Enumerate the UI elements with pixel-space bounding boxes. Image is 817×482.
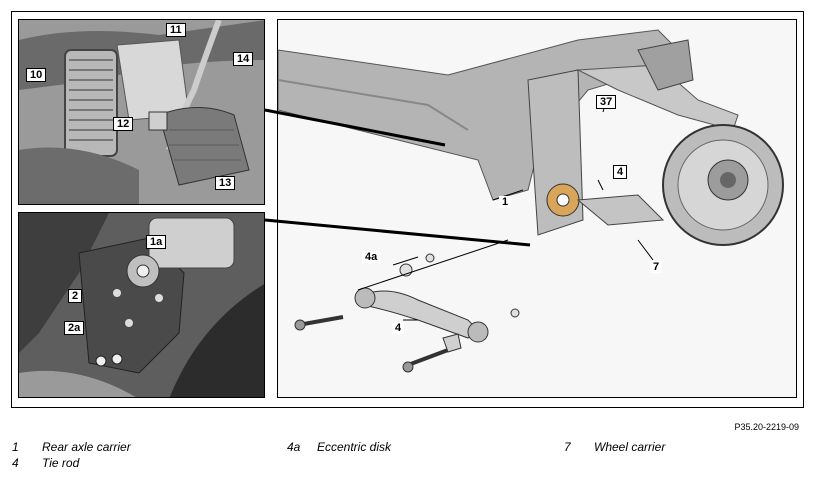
- callout-4-main: 4: [613, 165, 628, 179]
- legend-num: 4a: [287, 440, 301, 454]
- callout-7: 7: [650, 261, 663, 273]
- callout-4-rod: 4: [392, 322, 405, 334]
- legend-num: 1: [12, 440, 19, 454]
- callout-10: 10: [26, 68, 47, 82]
- figure-id: P35.20-2219-09: [734, 422, 799, 432]
- legend-item-7: 7 Wheel carrier: [564, 440, 665, 454]
- callout-14: 14: [233, 52, 254, 66]
- legend-label: Tie rod: [42, 456, 80, 470]
- legend-item-1: 1 Rear axle carrier: [12, 440, 131, 454]
- callout-1a: 1a: [146, 235, 167, 249]
- detail-photo-top-drawing: [19, 20, 264, 204]
- detail-photo-top: 11 14 10 12 13: [18, 19, 265, 205]
- callout-13: 13: [215, 176, 236, 190]
- callout-1-main: 1: [499, 196, 512, 208]
- main-illustration: 37 4 1 7 4a 4: [277, 19, 797, 398]
- callout-11: 11: [166, 23, 186, 37]
- callout-37: 37: [596, 95, 617, 109]
- callout-4a: 4a: [362, 251, 381, 263]
- rear-axle-drawing: [278, 20, 796, 397]
- callout-12: 12: [113, 117, 134, 131]
- detail-photo-bottom: 1a 2 2a: [18, 212, 265, 398]
- legend-label: Eccentric disk: [317, 440, 392, 454]
- legend-label: Wheel carrier: [594, 440, 666, 454]
- legend-item-4a: 4a Eccentric disk: [287, 440, 391, 454]
- legend-label: Rear axle carrier: [42, 440, 131, 454]
- legend-num: 4: [12, 456, 19, 470]
- callout-2: 2: [68, 289, 83, 303]
- legend-num: 7: [564, 440, 571, 454]
- legend-item-4: 4 Tie rod: [12, 456, 79, 470]
- detail-photo-bottom-drawing: [19, 213, 264, 397]
- callout-2a: 2a: [64, 321, 85, 335]
